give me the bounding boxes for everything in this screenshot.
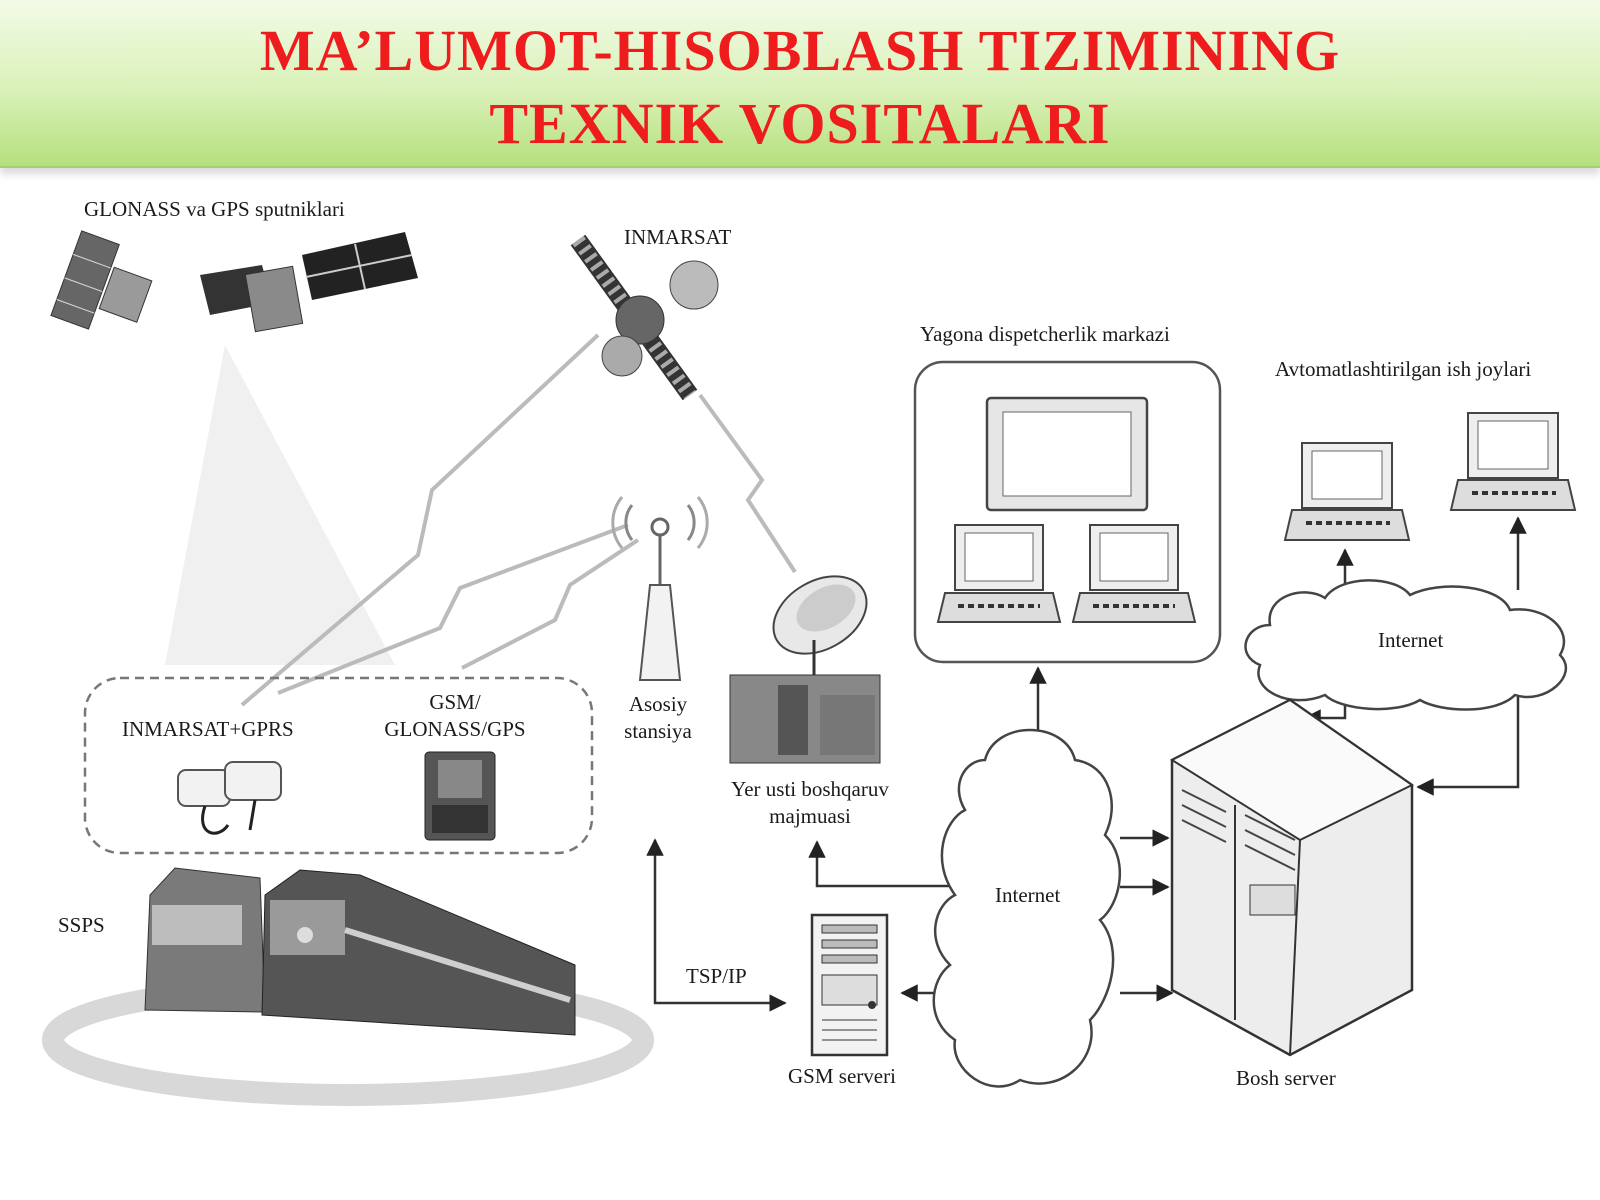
title-line-1: MA’LUMOT-HISOBLASH TIZIMINING — [259, 18, 1341, 83]
inmarsat-radio-link — [240, 333, 600, 707]
workstation-laptop-icon-1 — [1283, 442, 1411, 541]
title-line-2: TEXNIK VOSITALARI — [489, 91, 1111, 156]
inmarsat-label: INMARSAT — [624, 225, 732, 249]
header-banner: MA’LUMOT-HISOBLASH TIZIMINING TEXNIK VOS… — [0, 0, 1600, 168]
workstations-label: Avtomatlashtirilgan ish joylari — [1275, 357, 1532, 381]
gsm-server-icon — [810, 913, 889, 1057]
gsm-glonass-gps-label-line1: GSM/ — [429, 690, 481, 714]
inmarsat-downlink — [698, 393, 797, 574]
onboard-devices-group — [83, 676, 594, 855]
main-server-label: Bosh server — [1236, 1066, 1336, 1090]
tsp-ip-label: TSP/IP — [686, 964, 747, 988]
ground-control-label-line2: majmuasi — [769, 804, 851, 829]
ground-control-label: Yer usti boshqaruv majmuasi — [710, 776, 910, 831]
inmarsat-gprs-label: INMARSAT+GPRS — [122, 717, 294, 741]
gsm-server-label: GSM serveri — [788, 1064, 896, 1088]
base-station-label: Asosiy stansiya — [608, 691, 708, 746]
inmarsat-gprs-terminal-icon — [177, 761, 282, 835]
ssps-label: SSPS — [58, 913, 105, 937]
gps-satellite-icon — [200, 232, 418, 333]
gsm-glonass-gps-label-line2: GLONASS/GPS — [384, 717, 526, 742]
dispatch-main-monitor-icon — [985, 396, 1149, 512]
ground-control-station-icon — [729, 575, 881, 764]
gsm-radio-link — [277, 523, 629, 695]
dispatch-center-label: Yagona dispetcherlik markazi — [920, 322, 1170, 346]
internet-to-ground-control — [808, 840, 955, 888]
internet-cloud-center — [932, 728, 1121, 1088]
base-station-label-line2: stansiya — [624, 719, 692, 744]
glonass-satellite-icon — [50, 230, 153, 330]
gsm-radio-link-2 — [461, 538, 640, 670]
base-station-antenna-icon — [611, 496, 709, 681]
dispatch-laptop-icon-2 — [1071, 524, 1197, 623]
internet-center-label: Internet — [995, 883, 1061, 907]
main-server-icon — [1169, 698, 1414, 1057]
dispatch-laptop-icon-1 — [936, 524, 1062, 623]
base-station-label-line1: Asosiy — [628, 692, 688, 716]
inmarsat-satellite-icon — [570, 234, 719, 401]
satellites-label: GLONASS va GPS sputniklari — [84, 197, 345, 221]
gsm-glonass-gps-label: GSM/ GLONASS/GPS — [370, 689, 540, 744]
internet-top-to-workstations — [1416, 670, 1520, 796]
internet-cloud-top — [1244, 579, 1568, 711]
workstation-laptop-icon-2 — [1449, 412, 1577, 511]
tsp-ip-link — [646, 838, 787, 1012]
ground-control-label-line1: Yer usti boshqaruv — [731, 777, 889, 801]
internet-top-label: Internet — [1378, 628, 1444, 652]
satellite-coverage-beam — [165, 345, 395, 665]
locomotive-train-icon — [144, 867, 576, 1036]
gsm-glonass-gps-terminal-icon — [424, 751, 496, 841]
